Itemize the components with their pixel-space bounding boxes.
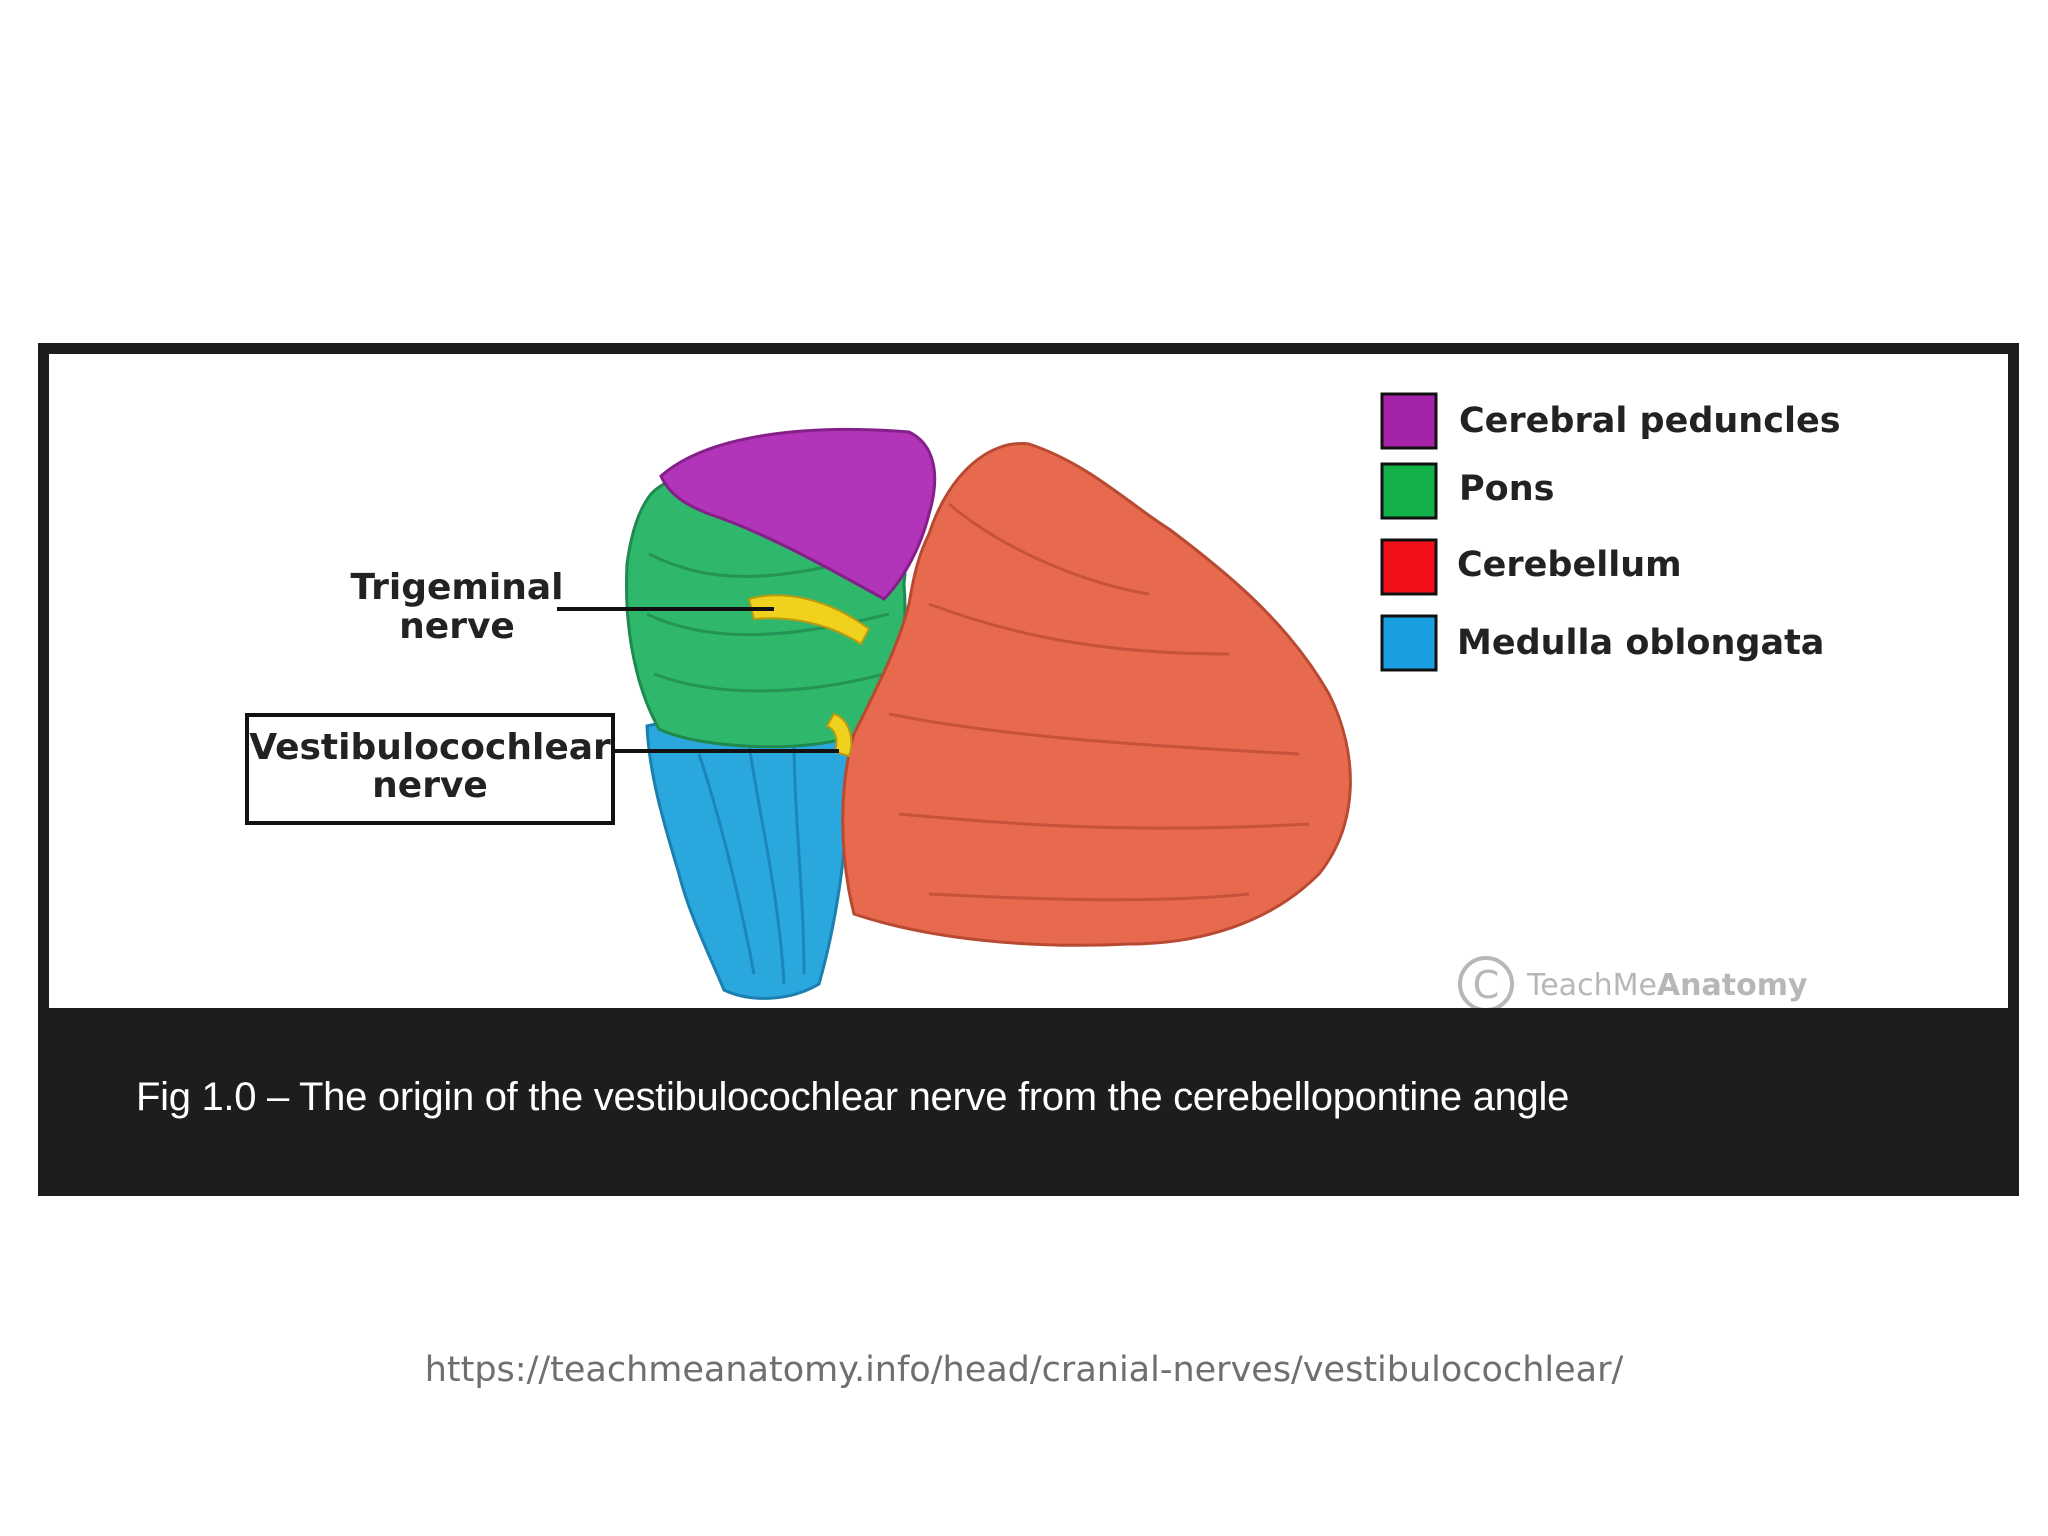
legend-swatch-cerebellum bbox=[1380, 538, 1438, 596]
source-url: https://teachmeanatomy.info/head/cranial… bbox=[424, 1350, 1624, 1390]
watermark-brand: TeachMeAnatomy bbox=[1526, 968, 1808, 1003]
trigeminal-nerve-shape bbox=[747, 594, 871, 646]
vestibulocochlear-label-box bbox=[245, 713, 615, 825]
legend-swatch-pons bbox=[1380, 462, 1438, 520]
watermark: C TeachMeAnatomy bbox=[1458, 956, 1808, 1008]
vestibulocochlear-label-line1: Vestibulocochlear bbox=[249, 727, 611, 768]
legend-swatch-cerebral-peduncles bbox=[1380, 392, 1438, 450]
legend-swatch-medulla-oblongata bbox=[1380, 614, 1438, 672]
legend-label-cerebral-peduncles: Cerebral peduncles bbox=[1459, 401, 1841, 441]
anatomy-illustration: Trigeminal nerve Vestibulocochlear nerve… bbox=[49, 354, 2008, 1008]
figure-panel: Trigeminal nerve Vestibulocochlear nerve… bbox=[38, 343, 2019, 1196]
vestibulocochlear-label-line2: nerve bbox=[372, 765, 488, 806]
figure-caption: Fig 1.0 – The origin of the vestibulococ… bbox=[136, 1075, 1570, 1119]
medulla-oblongata-shape bbox=[645, 716, 851, 1000]
legend: Cerebral peduncles Pons Cerebellum Medul… bbox=[1380, 392, 1841, 672]
trigeminal-label-line2: nerve bbox=[399, 606, 515, 647]
copyright-icon-letter: C bbox=[1473, 963, 1500, 1007]
copyright-icon bbox=[1458, 956, 1514, 1008]
legend-label-medulla-oblongata: Medulla oblongata bbox=[1457, 623, 1824, 663]
legend-label-pons: Pons bbox=[1459, 469, 1554, 509]
brainstem-diagram: Trigeminal nerve Vestibulocochlear nerve… bbox=[245, 392, 1841, 1008]
cerebral-peduncles-shape bbox=[659, 428, 937, 601]
legend-label-cerebellum: Cerebellum bbox=[1457, 545, 1682, 585]
trigeminal-label-line1: Trigeminal bbox=[351, 567, 564, 608]
